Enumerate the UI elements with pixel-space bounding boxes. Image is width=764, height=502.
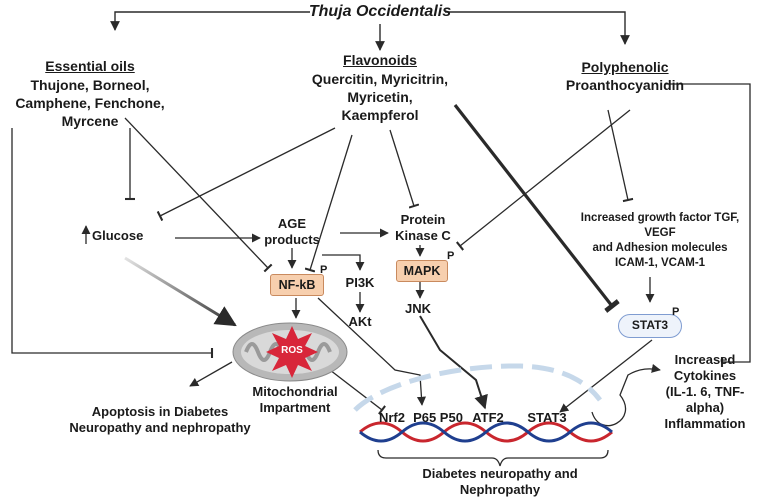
cytokines-label-3: (IL-1. 6, TNF- (665, 384, 745, 399)
growth-label-1: Increased growth factor TGF, (580, 212, 740, 224)
outcome-label-2: Nephropathy (459, 482, 541, 497)
age-label-2: products (264, 232, 320, 247)
ros-label: ROS (281, 345, 303, 356)
growth-label-4: ICAM-1, VCAM-1 (614, 257, 706, 269)
stat3-phospho: P (672, 306, 680, 318)
genes-bracket (377, 449, 609, 467)
stat3-box: STAT3 (618, 314, 682, 338)
glucose-label: Glucose (92, 228, 144, 243)
outcome-label-1: Diabetes neuropathy and (422, 466, 578, 481)
dna-helix-icon (359, 421, 613, 443)
pkc-label-2: Kinase C (395, 228, 451, 243)
nfkb-box: NF-kB (270, 274, 324, 296)
cytokines-label-5: Inflammation (664, 416, 746, 431)
gene-nrf2: Nrf2 (378, 410, 405, 425)
age-label-1: AGE (277, 216, 307, 231)
strong-inhibition (453, 104, 620, 313)
growth-label-2: VEGF (644, 227, 676, 239)
flavonoids-item-1: Quercitin, Myricitrin, (311, 71, 449, 87)
akt-label: AKt (348, 314, 372, 329)
mapk-box: MAPK (396, 260, 448, 282)
title: Thuja Occidentalis (308, 3, 452, 20)
apoptosis-label-1: Apoptosis in Diabetes (91, 404, 229, 419)
gene-stat3: STAT3 (527, 410, 567, 425)
cytokines-label-2: Cytokines (673, 368, 737, 383)
flavonoids-item-3: Kaempferol (341, 107, 419, 123)
nfkb-phospho: P (320, 264, 328, 276)
mito-label-1: Mitochondrial (252, 384, 338, 399)
nucleus-membrane (353, 363, 602, 412)
essential-oils-heading: Essential oils (45, 58, 135, 74)
cytokines-label-4: alpha) (685, 400, 725, 415)
apoptosis-label-2: Neuropathy and nephropathy (69, 420, 251, 435)
growth-label-3: and Adhesion molecules (592, 242, 728, 254)
cytokines-label-1: Increased (674, 352, 736, 367)
pkc-label-1: Protein (400, 212, 446, 227)
polyphenolic-heading: Polyphenolic (581, 59, 669, 75)
mito-label-2: Impartment (259, 400, 331, 415)
gradient-arrow (124, 256, 237, 327)
essential-oils-item-1: Thujone, Borneol, (30, 77, 150, 93)
top-arrows (110, 11, 630, 51)
flavonoids-item-2: Myricetin, (347, 89, 413, 105)
mapk-phospho: P (447, 250, 455, 262)
gene-p65p50: P65 P50 (413, 410, 463, 425)
gene-atf2: ATF2 (472, 410, 504, 425)
essential-oils-item-3: Myrcene (61, 113, 119, 129)
ros-star-icon (266, 326, 318, 378)
essential-oils-item-2: Camphene, Fenchone, (15, 95, 165, 111)
flavonoids-heading: Flavonoids (343, 52, 417, 68)
pathway-arrows (11, 83, 751, 427)
polyphenolic-item-1: Proanthocyanidin (565, 77, 685, 93)
pi3k-label: PI3K (345, 275, 375, 290)
jnk-label: JNK (404, 301, 431, 316)
